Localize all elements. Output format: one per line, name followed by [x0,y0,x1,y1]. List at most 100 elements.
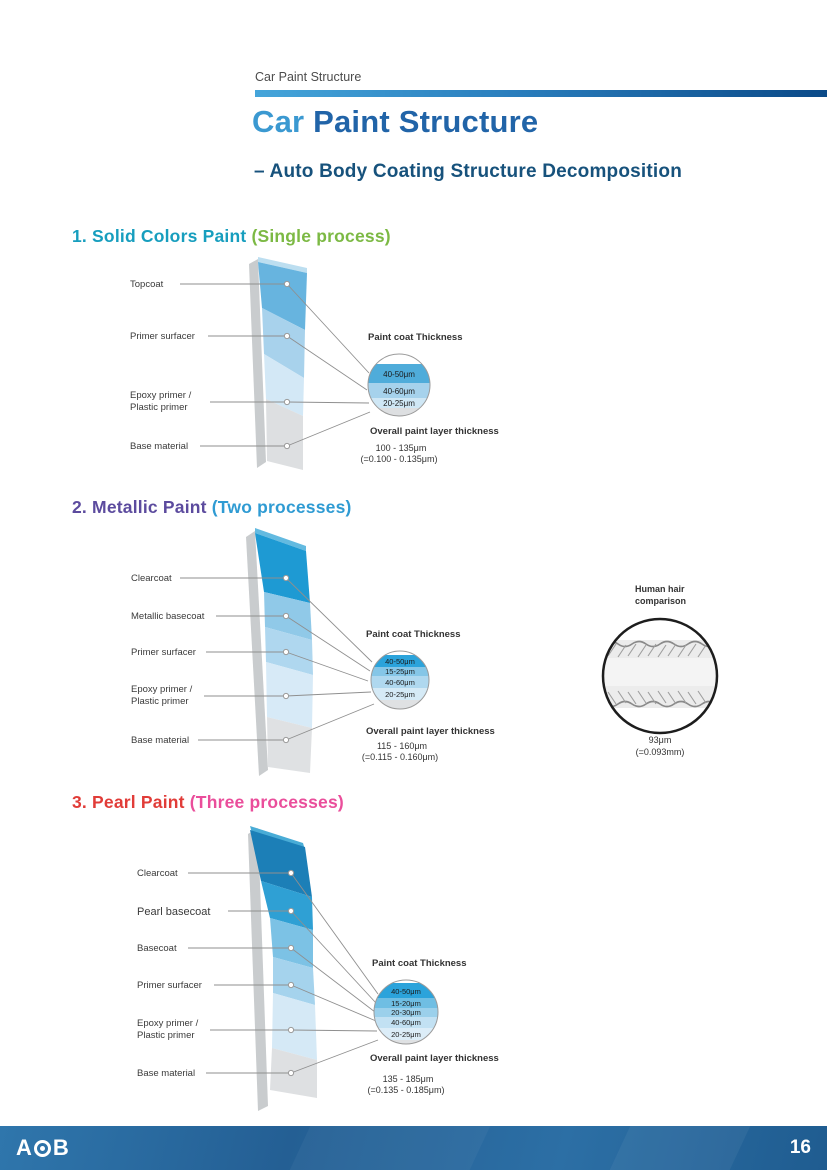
leader-line [286,401,370,404]
thickness-band [368,383,430,398]
layer-marker-dot [283,332,291,340]
layer-label-metallic-basecoat: Metallic basecoat [131,611,205,622]
layer-primer-surfacer-shape [273,957,315,1005]
thickness-title: Paint coat Thickness [372,958,467,969]
leader-line [290,910,377,1004]
layer-pearl-basecoat-shape [261,881,313,930]
layer-label-epoxy-primer-line1: Epoxy primer / [130,390,192,401]
overall-thickness-range: 115 - 160μm [377,741,427,751]
layer-label-epoxy-primer-line2: Plastic primer [137,1030,195,1041]
layer-label-epoxy-primer-line1: Epoxy primer / [137,1018,199,1029]
leader-line [285,703,375,741]
thickness-band-label: 15-20μm [391,999,421,1008]
leader-line [285,651,369,682]
header-small-title: Car Paint Structure [255,70,362,84]
thickness-band-base [374,1040,438,1044]
thickness-band-base [368,408,430,416]
thickness-bands [374,983,438,1044]
thickness-circle-outline [370,650,430,710]
thickness-band-label: 15-25μm [385,667,415,676]
layer-marker-dot [283,398,291,406]
thickness-band-label: 40-60μm [383,387,415,396]
layer-label-epoxy-primer-line1: Epoxy primer / [131,684,193,695]
thickness-band [371,667,429,676]
leader-line [286,411,371,447]
leader-line [286,283,370,374]
layer-label-base-material: Base material [137,1068,195,1079]
layer-base-material-shape [267,717,312,773]
layer-marker-dot [287,944,295,952]
hair-scale-texture-bottom [607,690,707,705]
leader-line [285,577,373,663]
section1-diagram: Topcoat Primer surfacer Epoxy primer / P… [130,257,499,470]
stack-top-face [258,257,307,273]
overall-thickness-alt: (=0.100 - 0.135μm) [361,454,438,464]
stack-top-face [255,528,306,551]
thickness-band [368,398,430,408]
section3-heading-process: (Three processes) [189,792,344,812]
leader-line [290,984,377,1022]
thickness-band [368,364,430,383]
layer-marker-dot [283,442,291,450]
section1-heading-main: 1. Solid Colors Paint [72,226,252,246]
layer-label-epoxy-primer-line2: Plastic primer [131,696,189,707]
overall-thickness-range: 100 - 135μm [376,443,427,453]
hair-top-edge [603,640,717,648]
section3-diagram: Clearcoat Pearl basecoat Basecoat Primer… [137,826,499,1111]
layer-label-primer-surfacer: Primer surfacer [137,980,202,991]
thickness-band [374,1028,438,1040]
page-subtitle: – Auto Body Coating Structure Decomposit… [254,161,683,182]
overall-thickness-alt: (=0.135 - 0.185μm) [368,1085,445,1095]
thickness-band [374,983,438,998]
thickness-band-label: 20-25μm [383,399,415,408]
thickness-band [374,1017,438,1028]
hair-body-highlight [603,658,717,686]
overall-thickness-title: Overall paint layer thickness [370,426,499,437]
section1-heading: 1. Solid Colors Paint (Single process) [72,226,391,247]
thickness-band [371,655,429,667]
layer-epoxy-primer-shape [264,354,304,416]
layer-marker-dot [282,574,290,582]
page-title-part2: Paint Structure [304,104,539,139]
thickness-band-label: 40-50μm [383,370,415,379]
leader-line [290,872,379,995]
thickness-band-base [371,700,429,709]
leader-line [286,335,368,391]
layer-marker-dot [282,736,290,744]
hair-strand [603,640,717,708]
layer-label-clearcoat: Clearcoat [131,573,172,584]
hair-circle-outline [601,617,719,735]
layer-label-primer-surfacer: Primer surfacer [131,647,196,658]
section1-heading-process: (Single process) [251,226,391,246]
hair-bottom-edge [603,700,717,708]
layer-label-epoxy-primer-line2: Plastic primer [130,402,188,413]
overall-thickness-alt: (=0.115 - 0.160μm) [362,752,438,762]
thickness-title: Paint coat Thickness [368,332,463,343]
thickness-band [374,1008,438,1017]
layer-marker-dot [282,692,290,700]
thickness-bands [368,364,430,416]
thickness-band-label: 40-50μm [385,657,415,666]
thickness-circle-outline [367,353,431,417]
thickness-bands [371,655,429,709]
layer-marker-dot [287,869,295,877]
leader-line [285,615,371,672]
thickness-band [371,688,429,700]
logo-letter-a: A [16,1135,32,1160]
overall-thickness-title: Overall paint layer thickness [366,726,495,737]
thickness-band [374,998,438,1008]
layer-basecoat-shape [270,918,313,968]
layer-marker-dot [287,907,295,915]
stack-side-edge [249,259,266,468]
layer-label-pearl-basecoat: Pearl basecoat [137,906,210,918]
thickness-band-label: 20-25μm [385,690,415,699]
layer-marker-dot [283,280,291,288]
thickness-band-label: 40-60μm [391,1018,421,1027]
leader-line [290,1029,378,1032]
thickness-band-label: 20-30μm [391,1008,421,1017]
footer-sheen [609,1126,751,1170]
layer-label-primer-surfacer: Primer surfacer [130,331,195,342]
